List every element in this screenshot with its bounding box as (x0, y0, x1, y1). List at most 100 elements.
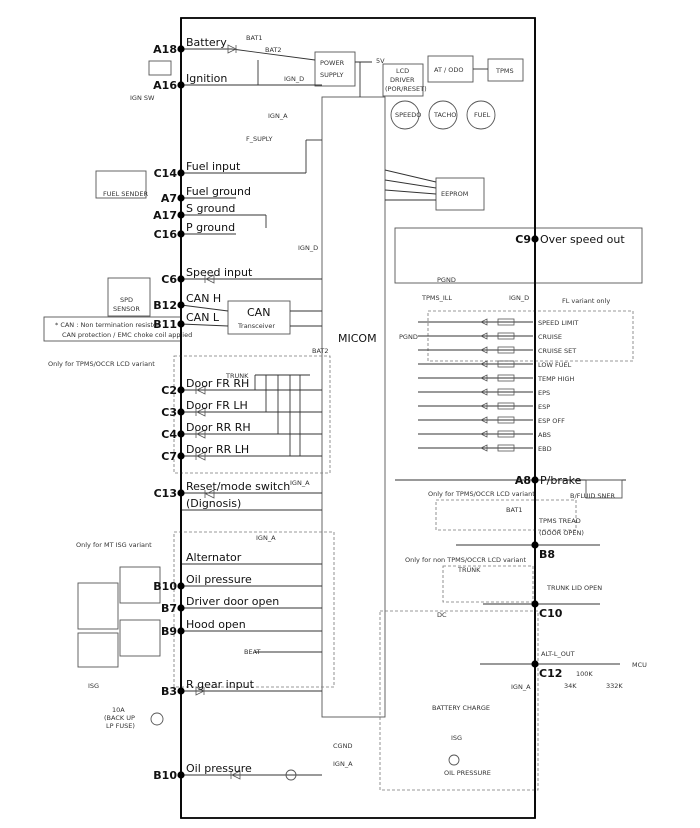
trunk-label-right: TRUNK (457, 566, 481, 574)
fl-variant-label: FL variant only (562, 297, 610, 305)
ign-d-label-top: IGN_D (284, 75, 304, 83)
ign-a-label-bottom: IGN_A (333, 760, 353, 768)
ign-a-label-reset: IGN_A (290, 479, 310, 487)
led-icon (480, 318, 488, 326)
ign-d-label-right: IGN_D (509, 294, 529, 302)
left-pin-code: C6 (161, 273, 177, 286)
right-pin-code: C10 (539, 607, 563, 620)
left-pin-code: C3 (161, 406, 177, 419)
fuel-gauge (466, 100, 496, 130)
power-supply-box (314, 51, 356, 87)
tpms-box (487, 58, 524, 82)
left-pin-code: C4 (161, 428, 177, 441)
tacho-gauge (428, 100, 458, 130)
only-tpms-ccor-label: Only for TPMS/OCCR LCD variant (48, 360, 155, 368)
left-pin-code: C2 (161, 384, 177, 397)
fuel-sender-label: FUEL SENDER (103, 190, 148, 198)
tpms-tread-label: TPMS TREAD (538, 517, 581, 525)
left-pin-signal: Ignition (186, 72, 227, 85)
bat2-label-mid: BAT2 (312, 347, 329, 355)
power-supply-label-1: POWER (320, 59, 345, 67)
backup-fuse-3: LP FUSE) (106, 722, 135, 730)
ign-d-label-mid: IGN_D (298, 244, 318, 252)
bat1-label-right: BAT1 (506, 506, 523, 514)
cluster-boundary (180, 17, 536, 819)
speedo-gauge (390, 100, 420, 130)
left-pin-signal: (Dignosis) (186, 497, 241, 510)
tpms-ill-label: TPMS_ILL (421, 294, 452, 302)
right-pin-code: C12 (539, 667, 562, 680)
left-pin-signal: Fuel ground (186, 185, 251, 198)
beat-label: BEAT (244, 648, 261, 656)
indicator-label: EPS (538, 389, 550, 397)
can-label: CAN (247, 306, 270, 319)
left-pin-code: A16 (153, 79, 177, 92)
trunk-label-left: TRUNK (225, 372, 249, 380)
indicator-label: EBD (538, 445, 552, 453)
bat1-label: BAT1 (246, 34, 263, 42)
left-pin-code: B7 (161, 602, 177, 615)
only-mt-isg-label: Only for MT ISG variant (76, 541, 152, 549)
ign-a-label-right: IGN_A (511, 683, 531, 691)
led-icon (480, 430, 488, 438)
left-pin-signal: Oil pressure (186, 573, 252, 586)
left-pin-code: A17 (153, 209, 177, 222)
resistor-icon (497, 346, 515, 354)
resistor-icon (497, 374, 515, 382)
left-pin-code: B12 (153, 299, 177, 312)
tpms-tread-box (435, 499, 577, 531)
left-pin-code: C13 (154, 487, 177, 500)
r332k-label: 332K (606, 682, 623, 690)
mcu-label: MCU (632, 661, 647, 669)
r34k-label: 34K (564, 682, 577, 690)
left-pin-signal: Door RR LH (186, 443, 249, 456)
left-pin-code: B10 (153, 580, 177, 593)
pgnd-label-2: PGND (399, 333, 418, 341)
can-transceiver-box (227, 300, 291, 335)
r100k-label: 100K (576, 670, 593, 678)
left-pin-signal: CAN L (186, 311, 220, 324)
trunk-lid-open-label: TRUNK LID OPEN (546, 584, 602, 592)
door-open-label: (DOOR OPEN) (539, 529, 584, 537)
transceiver-label: Transceiver (237, 322, 275, 330)
pgnd-label-1: PGND (437, 276, 456, 284)
right-pin-signal: Over speed out (540, 233, 625, 246)
left-pin-signal: Door RR RH (186, 421, 251, 434)
only-tpms-occr-label: Only for TPMS/OCCR LCD variant (428, 490, 535, 498)
left-pin-code: C16 (154, 228, 178, 241)
lcd-label-1: LCD (396, 67, 409, 75)
indicator-label: CRUISE (538, 333, 562, 341)
at-odo-label: AT / ODO (434, 66, 463, 74)
resistor-icon (497, 360, 515, 368)
eeprom-label: EEPROM (441, 190, 468, 198)
cgnd-label: CGND (333, 742, 352, 750)
left-pin-signal: Battery (186, 36, 227, 49)
ign-a-label-top: IGN_A (268, 112, 288, 120)
can-note-1: * CAN : Non termination resistor (55, 321, 160, 329)
left-pin-signal: Door FR RH (186, 377, 249, 390)
left-pin-code: C14 (154, 167, 178, 180)
left-pin-code: C7 (161, 450, 177, 463)
resistor-icon (497, 430, 515, 438)
tacho-label: TACHO (433, 111, 456, 119)
resistor-icon (497, 416, 515, 424)
indicator-label: SPEED LIMIT (538, 319, 578, 327)
can-note-2: CAN protection / EMC choke coil applied (62, 331, 192, 339)
indicator-label: ABS (538, 431, 551, 439)
v5-label: 5V (376, 57, 385, 65)
right-pin-code: A8 (515, 474, 531, 487)
left-pin-signal: Hood open (186, 618, 246, 631)
alt-l-out-label: ALT-L_OUT (541, 650, 575, 658)
left-pin-signal: P ground (186, 221, 235, 234)
left-pin-code: B9 (161, 625, 177, 638)
isg-right-box (379, 610, 539, 791)
left-pin-code: A7 (161, 192, 177, 205)
fuel-gauge-label: FUEL (474, 111, 491, 119)
indicator-label: ESP (538, 403, 550, 411)
bat2-label: BAT2 (265, 46, 282, 54)
battery-charge-label: BATTERY CHARGE (432, 704, 490, 712)
isg-label-left: ISG (88, 682, 99, 690)
